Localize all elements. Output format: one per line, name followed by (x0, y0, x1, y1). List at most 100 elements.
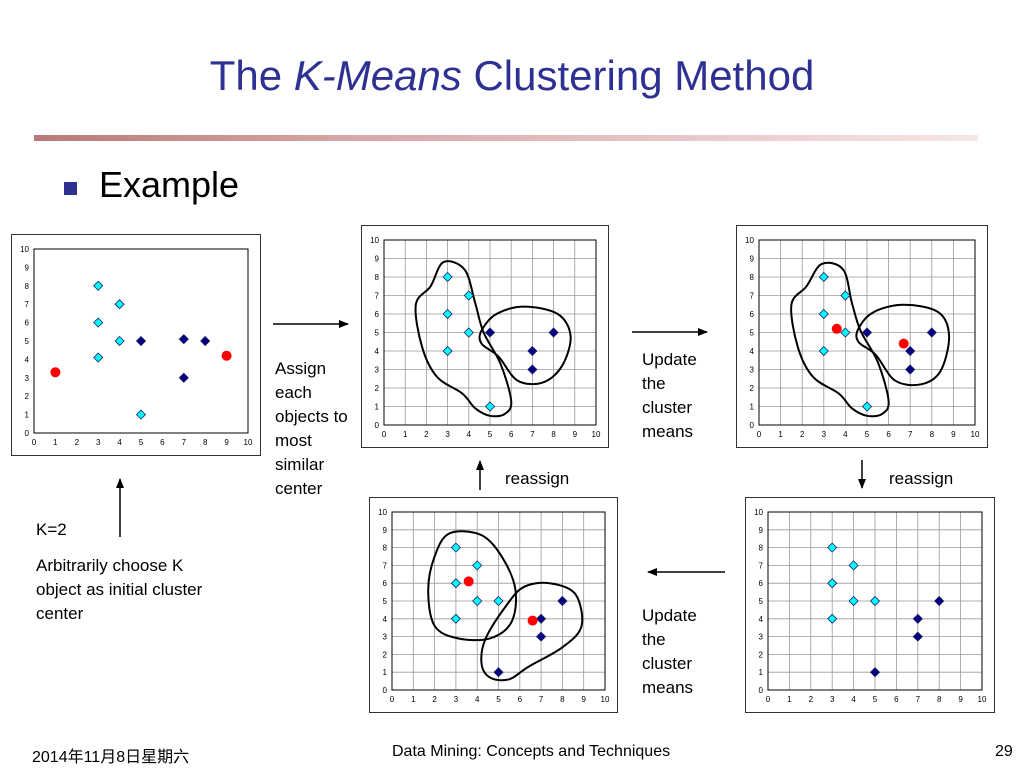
data-point (905, 364, 916, 375)
data-point (472, 560, 483, 571)
data-point (818, 308, 829, 320)
y-tick-label: 1 (383, 668, 388, 677)
y-tick-label: 1 (759, 668, 764, 677)
title-suffix: Clustering Method (461, 52, 815, 99)
y-tick-label: 7 (759, 561, 764, 570)
x-tick-label: 5 (488, 430, 493, 439)
y-tick-label: 1 (375, 403, 380, 412)
x-tick-label: 10 (244, 438, 253, 447)
label-initial: Arbitrarily choose K object as initial c… (36, 556, 203, 623)
y-tick-label: 2 (383, 650, 388, 659)
data-point (869, 595, 881, 607)
x-tick-label: 5 (139, 438, 144, 447)
x-tick-label: 6 (509, 430, 514, 439)
data-point (442, 345, 453, 357)
x-tick-label: 8 (937, 695, 942, 704)
label-reassign-left: reassign (505, 469, 570, 488)
plot-frame (383, 239, 597, 426)
x-tick-label: 9 (573, 430, 578, 439)
cluster-center-point (463, 576, 474, 587)
data-point (450, 613, 461, 624)
data-point (934, 595, 945, 607)
data-point (93, 317, 104, 328)
x-tick-label: 8 (930, 430, 935, 439)
y-tick-label: 9 (759, 526, 764, 535)
x-tick-label: 6 (886, 430, 891, 439)
y-tick-label: 10 (754, 508, 763, 517)
y-tick-label: 7 (375, 292, 380, 301)
cluster-outline (855, 303, 951, 387)
cluster-center-point (831, 323, 842, 334)
x-tick-label: 1 (778, 430, 783, 439)
data-point (818, 345, 829, 357)
y-tick-label: 2 (375, 384, 380, 393)
label-update-bottom: Update the cluster means (642, 606, 697, 697)
y-tick-label: 6 (750, 310, 755, 319)
data-point (827, 542, 838, 553)
y-tick-label: 3 (25, 374, 30, 383)
data-point (442, 308, 453, 320)
x-tick-label: 9 (958, 695, 963, 704)
y-tick-label: 3 (750, 366, 755, 375)
data-point (912, 613, 923, 624)
slide-title: The K-Means Clustering Method (0, 52, 1024, 100)
x-tick-label: 8 (551, 430, 556, 439)
x-tick-label: 5 (873, 695, 878, 704)
plot-frame (758, 239, 976, 426)
x-tick-label: 1 (787, 695, 792, 704)
y-tick-label: 4 (25, 355, 30, 364)
footer-date: 2014年11月8日星期六 (32, 749, 190, 766)
x-tick-label: 9 (224, 438, 229, 447)
x-tick-label: 5 (865, 430, 870, 439)
data-point (827, 578, 838, 589)
x-tick-label: 9 (951, 430, 956, 439)
x-tick-label: 3 (822, 430, 827, 439)
y-tick-label: 8 (375, 273, 380, 282)
y-tick-label: 5 (759, 597, 764, 606)
y-tick-label: 0 (375, 421, 380, 430)
title-divider (34, 135, 978, 141)
bullet-text: Example (99, 164, 240, 205)
y-tick-label: 3 (383, 633, 388, 642)
data-point (861, 327, 873, 338)
data-point (178, 334, 189, 345)
y-tick-label: 8 (750, 273, 755, 282)
y-tick-label: 9 (25, 263, 30, 272)
data-point (536, 613, 547, 624)
data-point (848, 560, 859, 571)
label-update-top: Update the cluster means (642, 350, 697, 441)
data-point (93, 352, 104, 363)
x-tick-label: 0 (32, 438, 37, 447)
title-emphasis: K-Means (293, 52, 462, 99)
y-tick-label: 1 (750, 403, 755, 412)
cluster-center-point (221, 350, 232, 361)
data-point (114, 335, 125, 347)
y-tick-label: 7 (25, 300, 30, 309)
data-point (463, 290, 474, 301)
x-tick-label: 10 (978, 695, 987, 704)
data-point (135, 335, 147, 347)
x-tick-label: 4 (467, 430, 472, 439)
bullet-square-icon (64, 182, 77, 195)
x-tick-label: 7 (908, 430, 913, 439)
data-point (527, 364, 538, 375)
data-point (484, 401, 496, 412)
x-tick-label: 6 (160, 438, 165, 447)
data-point (135, 409, 147, 420)
cluster-center-point (898, 338, 909, 349)
x-tick-label: 1 (411, 695, 416, 704)
cluster-outline (790, 261, 890, 418)
y-tick-label: 10 (378, 508, 387, 517)
x-tick-label: 10 (592, 430, 601, 439)
y-tick-label: 4 (383, 615, 388, 624)
x-tick-label: 0 (382, 430, 387, 439)
x-tick-label: 7 (182, 438, 187, 447)
label-k: K=2 (36, 520, 67, 539)
cluster-center-point (50, 367, 61, 378)
